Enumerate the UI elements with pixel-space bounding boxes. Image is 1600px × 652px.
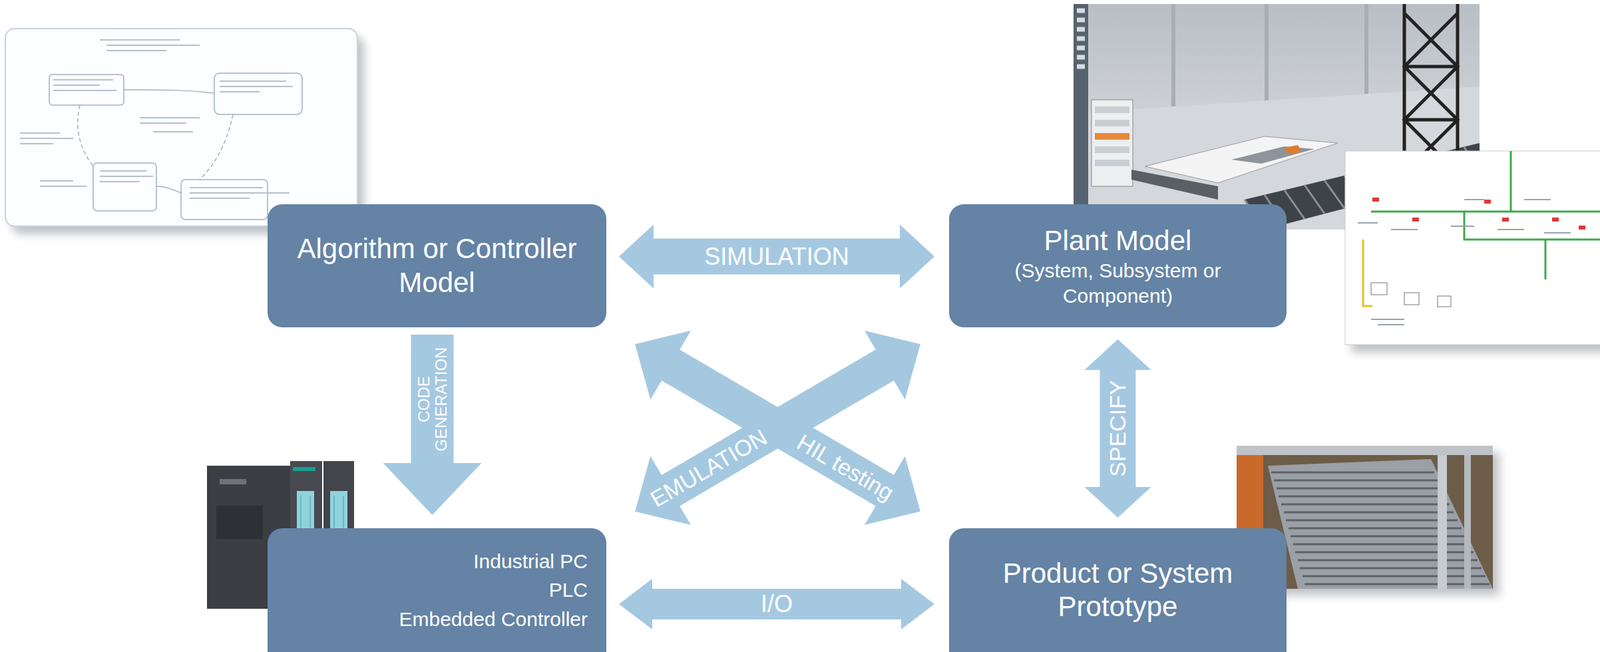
arrow-label: SPECIFY (1105, 380, 1131, 477)
conveyor-photo-part (1437, 445, 1447, 590)
plc-photo-part (292, 467, 316, 472)
3d-conveyor-render-part (1364, 3, 1369, 104)
schematic-screenshot-part (1371, 282, 1388, 295)
plc-photo-part (219, 479, 247, 485)
block-arrow (618, 579, 935, 630)
block-arrow (634, 330, 921, 526)
schematic-screenshot-part (1357, 199, 1571, 325)
state-chart-screenshot (5, 28, 365, 235)
block-arrow (383, 334, 482, 516)
process-box: Product or System Prototype (949, 528, 1287, 652)
3d-conveyor-render-part (1076, 10, 1085, 67)
arrow-label: I/O (760, 591, 793, 618)
process-box: Algorithm or Controller Model (267, 204, 607, 328)
state-chart-screenshot-part (123, 89, 215, 94)
schematic-screenshot (1345, 151, 1600, 353)
3d-conveyor-render-part (1094, 159, 1130, 167)
schematic-screenshot-part (1404, 292, 1419, 305)
state-chart-screenshot-part (5, 28, 358, 227)
state-chart-screenshot-part (19, 39, 293, 199)
3d-conveyor-render-part (1231, 146, 1315, 164)
conveyor-photo-part (1236, 445, 1493, 456)
conveyor-photo-part (1267, 459, 1493, 590)
conveyor-photo-part (1464, 445, 1471, 590)
box-label: (System, Subsystem or Component) (969, 258, 1267, 309)
schematic-screenshot-part (1437, 296, 1451, 307)
conveyor-photo-part (1271, 472, 1490, 585)
3d-conveyor-render-part (1171, 3, 1176, 118)
arrow-label: SIMULATION (704, 243, 849, 271)
process-box: Industrial PCPLCEmbedded Controller (267, 528, 607, 652)
state-chart-screenshot-part (199, 114, 233, 180)
box-label: Industrial PC (287, 547, 588, 577)
3d-conveyor-render-part (1264, 3, 1269, 111)
3d-conveyor-render-part (1284, 145, 1302, 155)
state-chart-screenshot-part (77, 105, 94, 167)
3d-conveyor-render-part (1094, 133, 1130, 140)
box-label: PLC (287, 575, 588, 605)
arrow-label: HIL testing (792, 429, 898, 506)
box-label: Product or System Prototype (969, 557, 1267, 625)
schematic-screenshot-part (1363, 239, 1373, 307)
block-arrow (634, 330, 921, 526)
state-chart-screenshot-part (214, 73, 303, 115)
plc-photo-part (216, 505, 263, 540)
state-chart-screenshot-part (156, 186, 182, 194)
schematic-screenshot-part (1371, 151, 1600, 280)
3d-conveyor-render-part (1094, 119, 1130, 127)
box-label: Algorithm or Controller Model (287, 232, 587, 300)
process-box: Plant Model(System, Subsystem or Compone… (949, 204, 1287, 328)
block-arrow (1084, 339, 1152, 518)
arrow-label: EMULATION (646, 424, 772, 512)
box-label: Embedded Controller (287, 604, 588, 635)
3d-conveyor-render-part (1094, 146, 1130, 154)
box-label: Plant Model (969, 223, 1267, 259)
3d-conveyor-render-part (1073, 3, 1089, 230)
arrow-label: CODE GENERATION (414, 342, 450, 456)
state-chart-screenshot-part (181, 179, 268, 220)
3d-conveyor-render-part (1091, 99, 1133, 187)
state-chart-screenshot-part (93, 163, 157, 211)
block-arrow (618, 224, 935, 289)
schematic-screenshot-part (1345, 151, 1600, 345)
schematic-screenshot-part (1372, 199, 1586, 228)
3d-conveyor-render-part (1094, 106, 1130, 114)
3d-conveyor-render-part (1144, 136, 1338, 184)
